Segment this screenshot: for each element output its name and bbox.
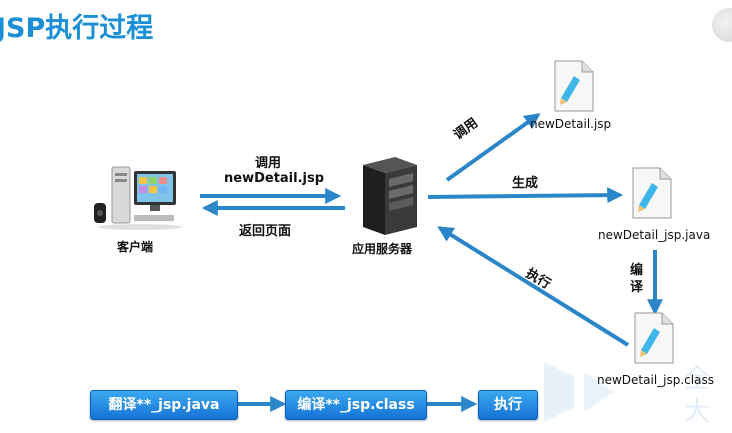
- client-computer-icon: [94, 166, 182, 230]
- flow-compile-box: 编译**_jsp.class: [285, 390, 427, 420]
- flow-translate-box: 翻译**_jsp.java: [90, 390, 238, 420]
- flow-execute-box: 执行: [478, 390, 538, 420]
- class-file-label: newDetail_jsp.class: [597, 373, 714, 387]
- jsp-file-label: newDetail.jsp: [530, 117, 612, 131]
- class-file-icon: [634, 312, 674, 364]
- svg-text:大: 大: [684, 397, 710, 427]
- server-icon: [363, 157, 417, 235]
- request-label-line2: newDetail.jsp: [224, 171, 325, 186]
- java-file-label: newDetail_jsp.java: [598, 228, 711, 242]
- server-label: 应用服务器: [352, 242, 413, 256]
- response-label: 返回页面: [239, 224, 292, 239]
- page-title: JSP执行过程: [0, 13, 154, 44]
- java-file-icon: [632, 167, 672, 219]
- execute-arrow: [437, 226, 630, 347]
- watermark-logo-icon: 全 大: [544, 362, 710, 427]
- svg-text:全: 全: [684, 364, 710, 394]
- to-jsp-arrow: [445, 113, 541, 182]
- corner-decoration: [712, 8, 732, 42]
- generate-arrow: [427, 187, 624, 204]
- compile-label: 编译: [630, 263, 644, 295]
- client-label: 客户端: [117, 240, 154, 254]
- generate-label: 生成: [512, 176, 539, 191]
- request-label-line1: 调用: [255, 156, 282, 171]
- jsp-file-icon: [554, 60, 594, 112]
